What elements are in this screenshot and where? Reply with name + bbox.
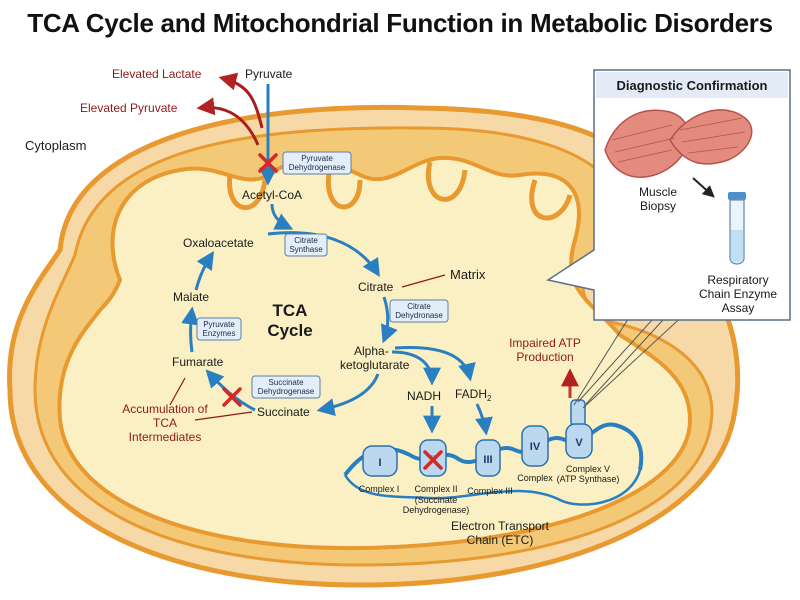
citrate-synthase-line1: Citrate <box>294 236 318 245</box>
complex-3-shape <box>475 439 501 477</box>
citrate-synthase-box <box>284 233 328 257</box>
complex-2-inhibit-icon <box>423 450 443 470</box>
impaired-atp: Impaired ATP Production <box>509 336 581 398</box>
elevated-lactate-label: Elevated Lactate <box>112 67 202 81</box>
complex-5-label-2: (ATP Synthase) <box>557 474 620 484</box>
malate-label: Malate <box>173 290 209 304</box>
complex-5-stalk <box>570 399 586 427</box>
succinate-label: Succinate <box>257 405 310 419</box>
accumulation-line-1 <box>169 377 186 406</box>
test-tube-icon <box>728 192 746 265</box>
alpha-kg-line1: Alpha- <box>354 344 389 358</box>
pdh-enzyme-line1: Pyruvate <box>301 154 333 163</box>
complex-1-numeral: I <box>378 457 381 469</box>
etc-label-1: Electron Transport <box>451 519 550 533</box>
lactate-arrow <box>218 72 264 129</box>
arrow-fumarate-to-malate <box>181 306 200 353</box>
nadh-label: NADH <box>407 389 441 403</box>
tca-cycle-title-1: TCA <box>273 301 308 320</box>
complex-5-shape <box>565 423 593 459</box>
accumulation-line1: Accumulation of <box>122 402 208 416</box>
arrow-akg-to-fadh2 <box>394 345 476 382</box>
accumulation-line2: TCA <box>153 416 177 430</box>
complex-3-label: Complex III <box>467 486 513 496</box>
accumulation-line3: Intermediates <box>129 430 202 444</box>
oxaloacetate-label: Oxaloacetate <box>183 236 254 250</box>
etc-membrane <box>343 422 644 477</box>
complex-1-label: Complex I <box>359 484 400 494</box>
sdh-line1: Succinate <box>268 378 304 387</box>
complex-3-numeral: III <box>483 454 492 466</box>
cytoplasm-label: Cytoplasm <box>25 138 86 153</box>
citrate-dehydronase-line2: Dehydronase <box>395 311 443 320</box>
acetyl-coa-label: Acetyl-CoA <box>242 188 302 202</box>
complex-4-shape <box>521 425 549 467</box>
complex-1-shape <box>362 445 398 477</box>
diagnostic-header <box>596 72 788 98</box>
cristae <box>227 161 573 221</box>
assay-line3: Assay <box>722 301 755 315</box>
fadh2-subscript: 2 <box>487 394 492 403</box>
complex-4-numeral: IV <box>530 441 541 453</box>
arrow-fadh2-to-complex3 <box>475 403 493 436</box>
tca-cycle: TCA Cycle Acetyl-CoA Citrate Alpha- keto… <box>172 188 449 419</box>
sdh-line2: Dehydrogenase <box>258 387 315 396</box>
complex-5-numeral: V <box>575 437 583 449</box>
complex-2-label-2: (Succinate <box>415 495 458 505</box>
arrow-citrate-to-akg <box>380 296 398 344</box>
sdh-inhibit-icon <box>222 387 242 407</box>
matrix-pointer-line <box>401 274 446 288</box>
diagram-title: TCA Cycle and Mitochondrial Function in … <box>27 8 773 38</box>
pdh-inhibit-icon <box>258 153 278 173</box>
muscle-icon <box>604 109 753 178</box>
complex-2-label-3: Dehydrogenase) <box>403 505 470 515</box>
complex-4-label: Complex <box>517 473 553 483</box>
arrow-akg-to-succinate <box>316 373 380 416</box>
muscle-biopsy-line2: Biopsy <box>640 199 676 213</box>
electron-carriers: NADH FADH2 <box>391 345 493 436</box>
citrate-dehydronase-box <box>389 299 449 323</box>
citrate-synthase-line2: Synthase <box>289 245 323 254</box>
impaired-atp-line1: Impaired ATP <box>509 336 581 350</box>
electron-transport-chain: I II III IV V Complex I Complex II (Succ… <box>343 399 644 547</box>
citrate-label: Citrate <box>358 280 394 294</box>
diagnostic-panel: Diagnostic Confirmation Muscle Biopsy Re… <box>546 69 791 321</box>
etc-label-2: Chain (ETC) <box>467 533 534 547</box>
pyruvate-enzymes-line2: Enzymes <box>203 329 236 338</box>
fadh2-main: FADH <box>455 387 487 401</box>
arrow-malate-to-oaa <box>194 250 214 291</box>
biopsy-to-tube-arrow <box>692 177 715 198</box>
pyruvate-label: Pyruvate <box>245 67 293 81</box>
muscle-biopsy-line1: Muscle <box>639 185 677 199</box>
pdh-enzyme-line2: Dehydrogenase <box>289 163 346 172</box>
complex-2-label-1: Complex II <box>414 484 457 494</box>
elevated-pyruvate-arrow <box>196 97 260 146</box>
pyruvate-input: Pyruvate Elevated Lactate Elevated Pyruv… <box>80 67 352 186</box>
alpha-kg-line2: ketoglutarate <box>340 358 410 372</box>
pyruvate-enzymes-line1: Pyruvate <box>203 320 235 329</box>
accumulation-note: Accumulation of TCA Intermediates <box>122 377 253 444</box>
citrate-dehydronase-line1: Citrate <box>407 302 431 311</box>
impaired-atp-line2: Production <box>516 350 573 364</box>
assay-line2: Chain Enzyme <box>699 287 777 301</box>
matrix-label: Matrix <box>450 267 486 282</box>
arrow-akg-to-nadh <box>391 350 441 386</box>
pdh-enzyme-box <box>282 151 352 175</box>
arrow-oaa-to-citrate <box>267 231 380 278</box>
etc-membrane-loop <box>343 469 642 506</box>
fadh2-label: FADH2 <box>455 387 492 403</box>
accumulation-line-2 <box>194 411 253 421</box>
diagnostic-title: Diagnostic Confirmation <box>617 78 768 93</box>
assay-line1: Respiratory <box>707 273 768 287</box>
succinate-dehydrogenase-box <box>251 375 321 399</box>
pyruvate-enzymes-box <box>196 317 242 341</box>
complex-5-label-1: Complex V <box>566 464 610 474</box>
elevated-pyruvate-label: Elevated Pyruvate <box>80 101 178 115</box>
fumarate-label: Fumarate <box>172 355 224 369</box>
arrow-acetylcoa-to-cycle <box>270 203 294 230</box>
tca-cycle-title-2: Cycle <box>267 321 312 340</box>
